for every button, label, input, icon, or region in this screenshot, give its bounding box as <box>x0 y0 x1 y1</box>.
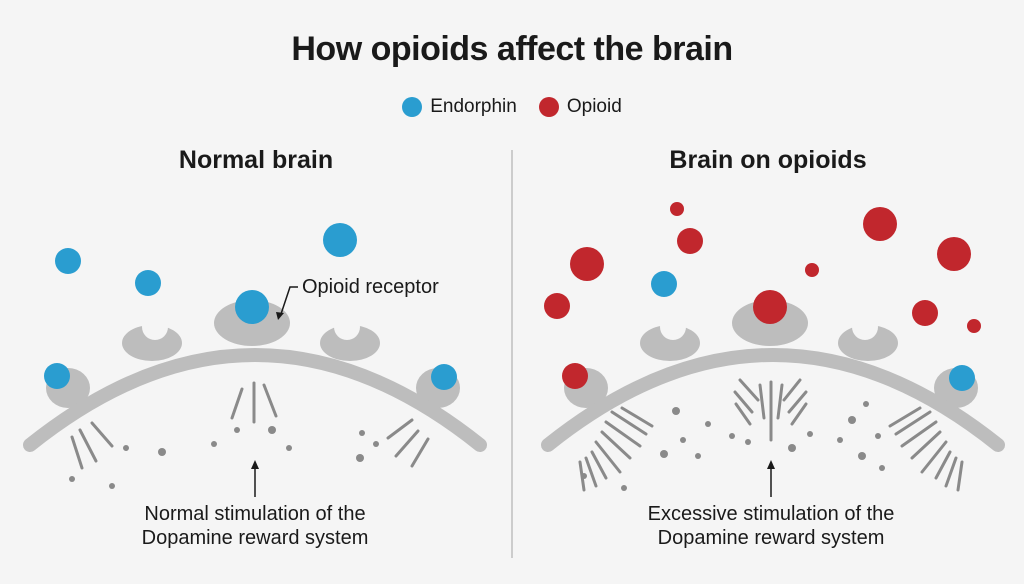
opioid-molecule <box>544 293 570 319</box>
opioid-molecule <box>805 263 819 277</box>
endorphin-swatch-icon <box>402 97 423 117</box>
caption-opioids: Excessive stimulation of the Dopamine re… <box>601 502 941 550</box>
panel-title-normal: Normal brain <box>178 146 334 174</box>
opioid-molecule <box>967 319 981 333</box>
opioid-molecule <box>753 290 787 324</box>
caption-opioids-line2: Dopamine reward system <box>657 527 885 549</box>
legend-item-opioid: Opioid <box>538 96 622 118</box>
opioid-molecule <box>863 207 897 241</box>
opioid-molecule <box>677 228 703 254</box>
opioid-molecule <box>670 202 684 216</box>
dopamine-dots <box>69 426 379 489</box>
cell-membrane <box>541 348 1005 452</box>
endorphin-molecule <box>651 271 677 297</box>
legend-label-endorphin: Endorphin <box>430 96 517 117</box>
panel-normal-art <box>23 223 487 497</box>
dopamine-signal-lines <box>70 381 430 470</box>
receptor-cup-right <box>320 314 380 361</box>
opioid-swatch-icon <box>538 97 559 117</box>
caption-normal: Normal stimulation of the Dopamine rewar… <box>105 502 405 550</box>
cell-membrane <box>23 348 487 452</box>
receptor-cup-left <box>640 314 700 361</box>
endorphin-molecule <box>949 365 975 391</box>
opioid-molecule <box>937 237 971 271</box>
receptor-cup-left <box>122 314 182 361</box>
receptor-label: Opioid receptor <box>302 276 439 298</box>
dopamine-signal-lines <box>578 378 964 492</box>
endorphin-molecule <box>135 270 161 296</box>
caption-normal-line2: Dopamine reward system <box>141 527 369 549</box>
dopamine-dots <box>581 401 885 491</box>
endorphin-molecule <box>235 290 269 324</box>
opioid-molecule <box>570 247 604 281</box>
endorphin-molecule <box>44 363 70 389</box>
legend: Endorphin Opioid <box>0 96 1024 118</box>
legend-label-opioid: Opioid <box>566 96 622 117</box>
endorphin-molecule <box>323 223 357 257</box>
opioid-molecule <box>912 300 938 326</box>
receptor-pointer-line <box>280 286 298 315</box>
endorphin-molecule <box>55 248 81 274</box>
panel-title-opioids: Brain on opioids <box>669 146 867 174</box>
endorphin-molecule <box>431 364 457 390</box>
panel-opioids-art <box>541 202 1005 497</box>
diagram-title: How opioids affect the brain <box>291 30 733 68</box>
caption-arrowhead-normal <box>251 460 259 469</box>
opioid-molecule <box>562 363 588 389</box>
caption-arrowhead-opioids <box>767 460 775 469</box>
receptor-cup-right <box>838 314 898 361</box>
caption-normal-line1: Normal stimulation of the <box>144 503 366 525</box>
caption-opioids-line1: Excessive stimulation of the <box>647 503 895 525</box>
receptor-pointer-arrowhead <box>276 312 284 320</box>
legend-item-endorphin: Endorphin <box>402 96 517 118</box>
